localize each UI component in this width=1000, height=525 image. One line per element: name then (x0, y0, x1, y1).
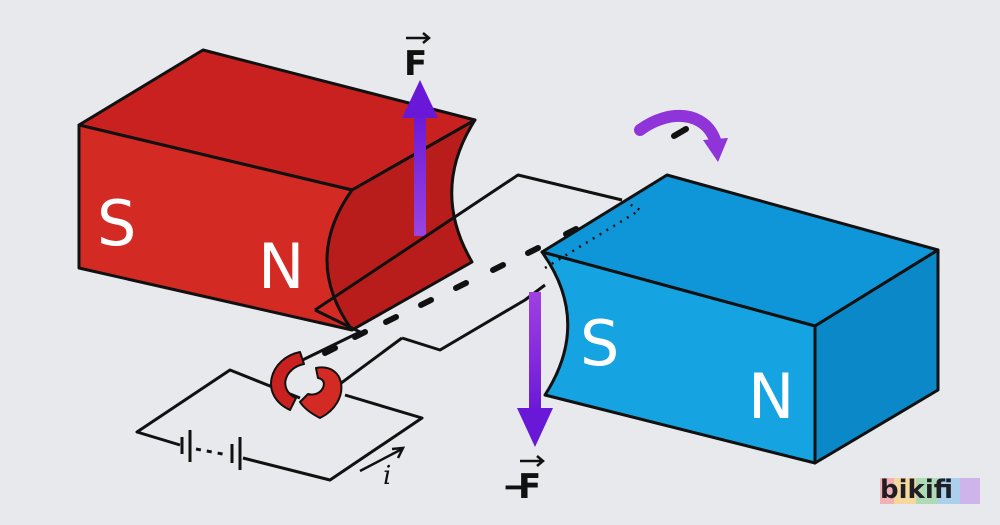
coil-side-segment (314, 173, 623, 312)
right-magnet-pole-n: N (748, 360, 794, 433)
force-up-label: F (404, 32, 431, 84)
right-magnet-pole-s: S (580, 307, 619, 380)
battery-icon (180, 430, 242, 470)
coil-far-segment (401, 283, 546, 352)
force-up-arrow-icon (402, 80, 438, 236)
force-down-arrow-icon (517, 292, 553, 447)
circuit (135, 368, 424, 482)
commutator-half-right (299, 366, 343, 419)
circuit-wire (135, 368, 301, 447)
commutator-half-left (270, 351, 305, 411)
coil-front-segment (281, 308, 362, 372)
commutator (270, 351, 343, 419)
circuit-wire-return (242, 393, 424, 482)
left-magnet: S N (77, 48, 477, 332)
right-magnet-side (813, 248, 940, 465)
current-arrow-icon (359, 446, 406, 473)
left-magnet-pole-s: S (97, 187, 136, 260)
right-magnet: S N (540, 173, 940, 465)
current-label: i (383, 461, 391, 491)
rotation-arrow-icon (634, 109, 728, 162)
force-up-text: F (404, 44, 427, 84)
brand-text: bikifi (880, 475, 953, 505)
brand-logo: bikifi (880, 475, 980, 505)
force-down-text: F (518, 467, 541, 507)
right-magnet-curved-face (540, 250, 817, 465)
left-magnet-pole-n: N (258, 230, 304, 303)
force-down-label: − F (502, 455, 545, 507)
force-down-sign: − (502, 467, 531, 507)
